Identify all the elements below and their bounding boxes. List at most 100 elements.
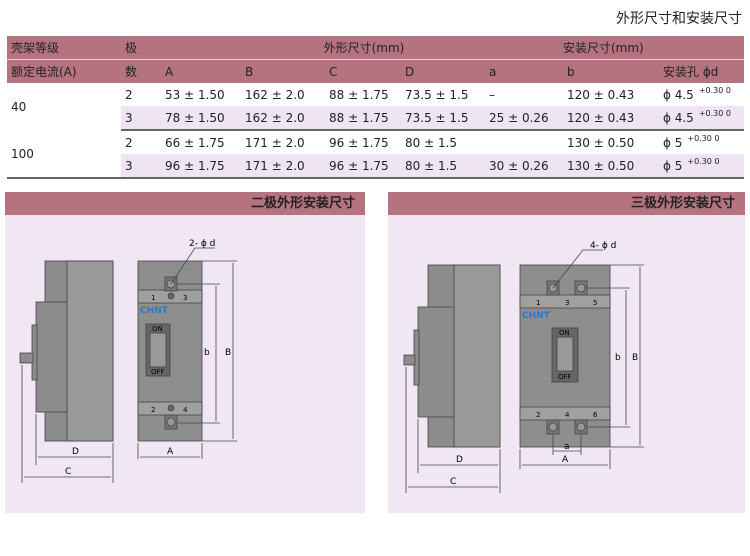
cell-d: ϕ 4.5 — [663, 87, 694, 102]
cell: 162 ± 2.0 — [241, 106, 325, 131]
cell: 66 ± 1.75 — [165, 135, 225, 150]
cell: 171 ± 2.0 — [241, 154, 325, 179]
poles: 2 — [125, 87, 133, 102]
on-label: ON — [559, 329, 570, 337]
two-pole-panel: 二极外形安装尺寸 2- ϕ d CHNT ON OFF 1 3 2 4 B b … — [5, 192, 365, 513]
header-D: D — [401, 59, 485, 83]
terminal-label: 1 — [536, 299, 540, 307]
cell: 80 ± 1.5 — [401, 154, 485, 179]
header-poles-2: 数 — [121, 59, 161, 83]
terminal-label: 1 — [151, 294, 155, 302]
cell: 30 ± 0.26 — [485, 154, 563, 179]
cell: ϕ 4.5 +0.30 0 — [659, 106, 744, 131]
header-a: a — [485, 59, 563, 83]
terminal-label: 3 — [565, 299, 569, 307]
header-C: C — [325, 59, 401, 83]
cell: 25 ± 0.26 — [485, 106, 563, 131]
terminal-label: 4 — [183, 406, 188, 414]
cell: 120 ± 0.43 — [567, 87, 635, 102]
page-title: 外形尺寸和安装尺寸 — [616, 11, 742, 27]
tolerance: +0.30 0 — [698, 108, 731, 118]
tolerance: +0.30 0 — [687, 156, 720, 166]
terminal-label: 2 — [536, 411, 540, 419]
terminal-label: 4 — [565, 411, 570, 419]
header-d: 安装孔 ϕd — [659, 59, 744, 83]
header-outline: 外形尺寸(mm) — [161, 36, 563, 60]
cell-d: ϕ 5 — [663, 158, 683, 173]
brand-logo: CHNT — [522, 311, 551, 321]
front-view — [405, 249, 644, 493]
dim-C: C — [65, 467, 71, 477]
header-rated: 额定电流(A) — [7, 59, 121, 83]
cell: ϕ 5 +0.30 0 — [659, 154, 744, 179]
cell: ϕ 5 +0.30 0 — [659, 130, 744, 154]
cell: 120 ± 0.43 — [563, 106, 659, 131]
side-view — [403, 264, 501, 448]
front-view — [21, 247, 237, 483]
dim-B: B — [632, 353, 638, 363]
cell — [485, 130, 563, 154]
brand-logo: CHNT — [140, 306, 169, 316]
cell: 73.5 ± 1.5 — [401, 106, 485, 131]
cell: 88 ± 1.75 — [325, 106, 401, 131]
two-pole-drawing: 2- ϕ d CHNT ON OFF 1 3 2 4 B b A D C — [19, 239, 237, 483]
dim-a: a — [564, 442, 570, 452]
cell: 171 ± 2.0 — [245, 135, 305, 150]
header-frame: 壳架等级 — [7, 36, 121, 60]
header-b: b — [563, 59, 659, 83]
off-label: OFF — [151, 368, 165, 376]
cell-d: ϕ 4.5 — [663, 110, 694, 125]
hole-label: 4- ϕ d — [590, 241, 616, 251]
current: 100 — [7, 130, 121, 179]
terminal-label: 2 — [151, 406, 155, 414]
cell: 53 ± 1.50 — [165, 87, 225, 102]
side-view — [19, 260, 114, 442]
header-poles: 极 — [121, 36, 161, 60]
poles: 3 — [121, 106, 161, 131]
panel-title: 三极外形安装尺寸 — [388, 192, 745, 215]
table-row: 40 2 53 ± 1.50 162 ± 2.0 88 ± 1.75 73.5 ± 1.5… — [7, 83, 744, 114]
cell: 80 ± 1.5 — [405, 135, 458, 150]
dim-D: D — [72, 447, 79, 457]
cell: 96 ± 1.75 — [329, 135, 389, 150]
dim-C: C — [450, 477, 456, 487]
header-mount: 安装尺寸(mm) — [563, 36, 744, 60]
cell: 78 ± 1.50 — [161, 106, 241, 131]
three-pole-panel: 三极外形安装尺寸 4- ϕ d CHNT ON OFF 1 3 5 2 4 6 … — [388, 192, 745, 513]
dim-b: b — [204, 348, 210, 358]
cell: ϕ 4.5 +0.30 0 — [659, 83, 744, 106]
cell: 88 ± 1.75 — [329, 87, 389, 102]
terminal-label: 6 — [593, 411, 598, 419]
cell: 130 ± 0.50 — [563, 154, 659, 179]
dim-A: A — [562, 455, 569, 465]
terminal-label: 5 — [593, 299, 597, 307]
panel-title: 二极外形安装尺寸 — [5, 192, 365, 215]
cell: 73.5 ± 1.5 — [405, 87, 469, 102]
current: 40 — [11, 99, 27, 114]
cell: 96 ± 1.75 — [161, 154, 241, 179]
terminal-label: 3 — [183, 294, 187, 302]
cell: 130 ± 0.50 — [567, 135, 635, 150]
off-label: OFF — [558, 373, 572, 381]
cell-d: ϕ 5 — [663, 135, 683, 150]
cell: 162 ± 2.0 — [245, 87, 305, 102]
header-B: B — [241, 59, 325, 83]
three-pole-drawing: 4- ϕ d CHNT ON OFF 1 3 5 2 4 6 B b a A D… — [403, 241, 644, 493]
cell: – — [489, 87, 495, 102]
cell: 96 ± 1.75 — [325, 154, 401, 179]
poles: 2 — [125, 135, 133, 150]
hole-label: 2- ϕ d — [189, 239, 215, 249]
dim-B: B — [225, 348, 231, 358]
tolerance: +0.30 0 — [698, 85, 731, 95]
dim-D: D — [456, 455, 463, 465]
tolerance: +0.30 0 — [687, 133, 720, 143]
poles: 3 — [121, 154, 161, 179]
on-label: ON — [152, 325, 163, 333]
dim-b: b — [615, 353, 621, 363]
header-A: A — [161, 59, 241, 83]
dim-A: A — [167, 447, 174, 457]
